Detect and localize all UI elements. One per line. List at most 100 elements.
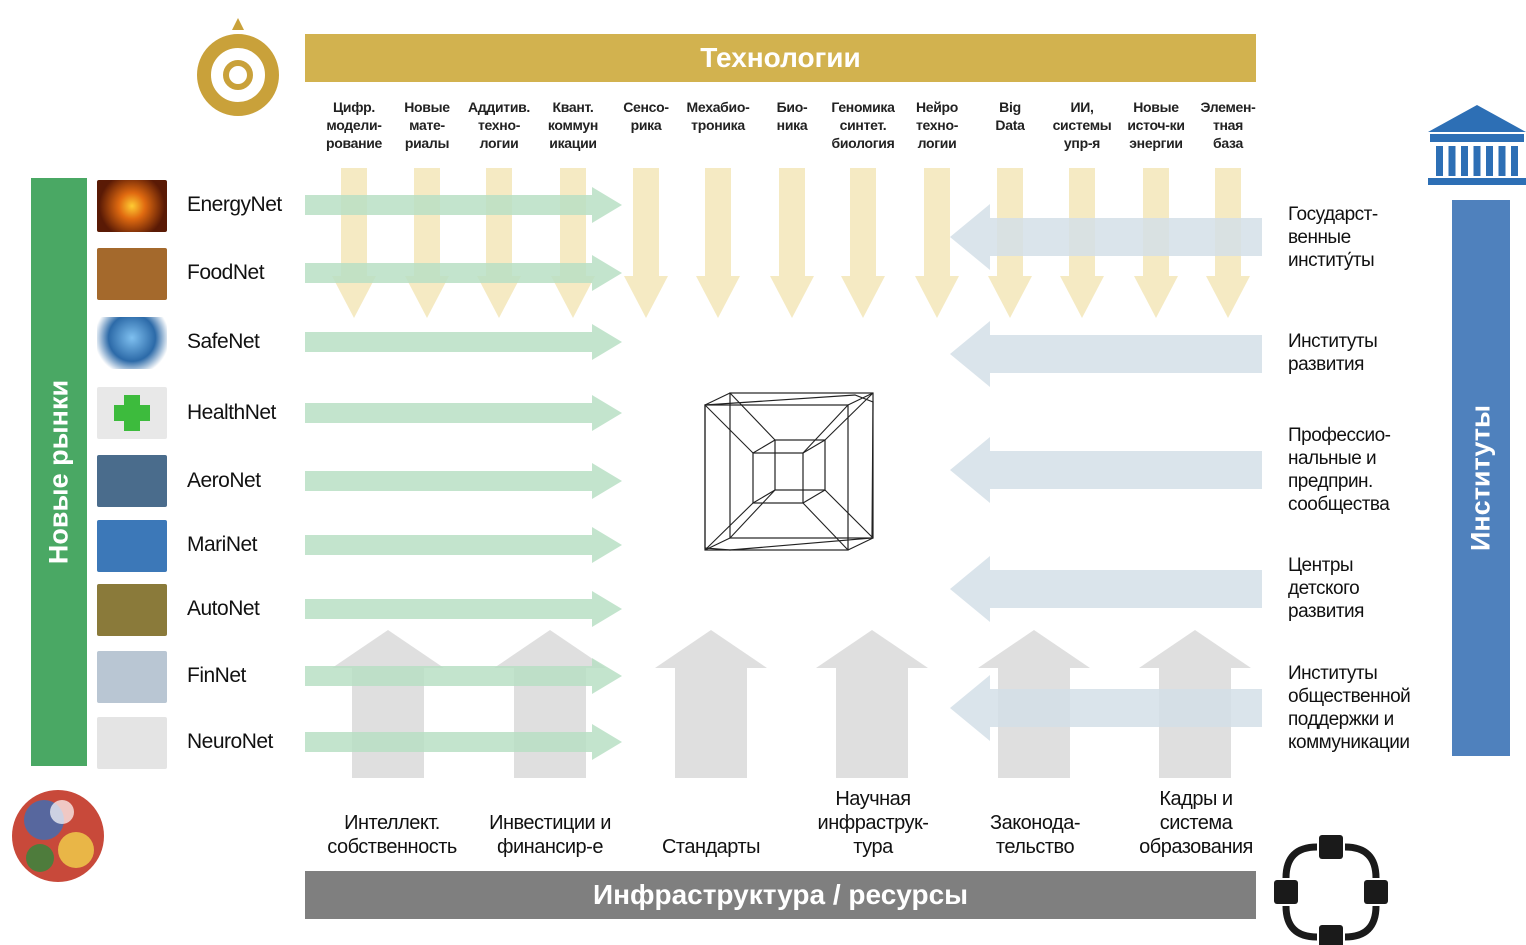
technology-arrow: [770, 168, 814, 318]
institution-arrow: [950, 675, 1262, 741]
cube-edge: [704, 392, 731, 406]
marine-icon: [97, 520, 167, 572]
network-link-icon: [1344, 843, 1380, 879]
new-markets-bar: Новые рынки: [31, 178, 87, 766]
tech-label: Био- ника: [776, 99, 808, 133]
infrastructure-label: Интеллект. собственность: [327, 812, 457, 858]
cube-front-face: [704, 404, 849, 551]
tech-label: ИИ, системы упр-я: [1052, 99, 1112, 151]
tech-label: Мехабио- троника: [686, 99, 750, 133]
cube-edge: [802, 404, 849, 454]
gold-swirl-center: [223, 60, 253, 90]
market-label-safenet: SafeNet: [187, 330, 260, 353]
institution-label: Институты общественной поддержки и комму…: [1288, 663, 1411, 753]
institution-arrow: [950, 321, 1262, 387]
infrastructure-label: Стандарты: [661, 836, 761, 858]
institutes-title: Институты: [1465, 404, 1496, 552]
network-link-icon: [1282, 905, 1318, 941]
cube-edge: [752, 439, 776, 454]
cube-inner-front: [752, 452, 804, 504]
cube-edge: [704, 502, 754, 551]
institution-label: Государст- венные институ́ты: [1288, 204, 1378, 271]
network-link-icon: [1344, 905, 1380, 941]
technology-arrow: [841, 168, 885, 318]
network-node-icon: [1274, 880, 1298, 904]
market-label-finnet: FinNet: [187, 664, 246, 687]
cube-edge: [847, 392, 874, 406]
market-arrow: [305, 395, 622, 431]
technology-arrow: [332, 168, 376, 318]
institution-arrow: [950, 437, 1262, 503]
cube-edge: [824, 489, 874, 539]
infrastructure-label: Научная инфраструк- тура: [817, 788, 929, 858]
infrastructure-arrow: [655, 630, 767, 778]
gold-swirl-arrow: [232, 18, 244, 30]
energy-icon: [97, 180, 167, 232]
technologies-title: Технологии: [700, 42, 861, 73]
infrastructure-arrow: [332, 630, 444, 778]
tech-label: Аддитив. техно- логии: [467, 99, 531, 151]
cube-inner-back: [774, 439, 826, 491]
bank-icon-beam: [1430, 134, 1524, 142]
bank-icon-column: [1511, 146, 1518, 176]
cube-edge: [802, 439, 826, 454]
bank-icon-column: [1498, 146, 1506, 176]
technology-arrow: [696, 168, 740, 318]
technology-arrow: [624, 168, 668, 318]
cube-edge: [847, 537, 874, 551]
institution-label: Институты развития: [1288, 331, 1378, 375]
infrastructure-label: Инвестиции и финансир-е: [489, 812, 611, 858]
bank-icon-roof: [1428, 105, 1526, 132]
market-label-energynet: EnergyNet: [187, 193, 282, 216]
market-label-neuronet: NeuroNet: [187, 730, 273, 753]
tech-label: Новые источ-ки энергии: [1127, 99, 1185, 151]
globe-flag-patch: [58, 832, 94, 868]
bank-icon-column: [1448, 146, 1456, 176]
market-label-foodnet: FoodNet: [187, 261, 265, 284]
globe-flag-patch: [50, 800, 74, 824]
bank-icon-column: [1436, 146, 1443, 176]
cross-shape: [114, 405, 150, 421]
tech-label: Новые мате- риалы: [404, 99, 450, 151]
bank-icon-column: [1486, 146, 1493, 176]
new-markets-title: Новые рынки: [43, 379, 74, 565]
network-node-icon: [1319, 835, 1343, 859]
infrastructure-arrow: [816, 630, 928, 778]
institution-arrow: [950, 204, 1262, 270]
gold-swirl-logo: [197, 34, 279, 116]
market-arrow: [305, 463, 622, 499]
network-link-icon: [1282, 843, 1318, 879]
market-arrow: [305, 255, 622, 291]
technology-arrow: [405, 168, 449, 318]
cube-edge: [729, 489, 776, 539]
aero-icon: [97, 455, 167, 507]
institution-label: Центры детского развития: [1288, 555, 1364, 622]
bank-icon-column: [1473, 146, 1481, 176]
market-label-healthnet: HealthNet: [187, 401, 276, 424]
infrastructure-label: Законода- тельство: [990, 812, 1080, 858]
infrastructure-label: Кадры и система образования: [1139, 788, 1253, 858]
tech-label: Квант. коммун икации: [547, 99, 599, 151]
tech-label: Цифр. модели- рование: [325, 99, 383, 151]
auto-icon: [97, 584, 167, 636]
neuro-icon: [97, 717, 167, 769]
fin-icon: [97, 651, 167, 703]
market-arrow: [305, 591, 622, 627]
safe-icon: [97, 317, 167, 369]
technology-arrow: [477, 168, 521, 318]
cube-edge: [802, 502, 849, 551]
technologies-banner: Технологии: [305, 34, 1256, 82]
cube-edge: [824, 392, 874, 441]
cube-edge: [802, 489, 826, 504]
market-arrow: [305, 724, 622, 760]
food-icon: [97, 248, 167, 300]
infrastructure-title: Инфраструктура / ресурсы: [592, 879, 969, 910]
network-node-icon: [1364, 880, 1388, 904]
institution-label: Профессио- нальные и предприн. сообществ…: [1288, 425, 1391, 515]
cube-edge: [729, 392, 776, 441]
institutes-bar: Институты: [1452, 200, 1510, 756]
network-node-icon: [1319, 925, 1343, 945]
tech-label: Big Data: [995, 99, 1025, 133]
cube-edge: [704, 537, 731, 551]
